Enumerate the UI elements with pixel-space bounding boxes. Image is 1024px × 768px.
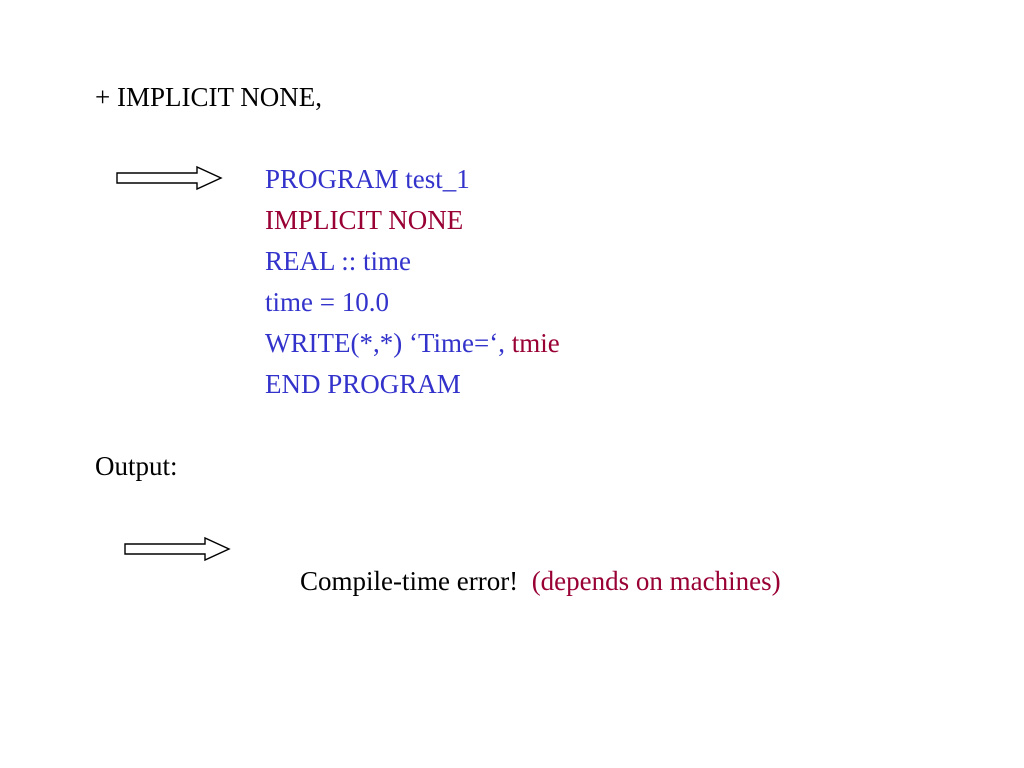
code-segment: time = 10.0 (265, 287, 389, 317)
result-note: (depends on machines) (531, 566, 781, 596)
code-segment: REAL :: time (265, 246, 411, 276)
code-segment: IMPLICIT NONE (265, 205, 464, 235)
code-line: PROGRAM test_1 (265, 163, 470, 195)
code-line: time = 10.0 (265, 286, 389, 318)
slide-heading: + IMPLICIT NONE, (95, 82, 322, 112)
code-line: END PROGRAM (265, 368, 461, 400)
right-arrow-icon (116, 165, 223, 191)
code-segment: tmie (511, 328, 560, 358)
code-segment: PROGRAM test_1 (265, 164, 470, 194)
code-segment: WRITE(*,*) ‘Time=‘, (265, 328, 512, 358)
code-line: REAL :: time (265, 245, 411, 277)
code-segment: END PROGRAM (265, 369, 461, 399)
result-text: Compile-time error! (300, 566, 519, 596)
result-line: Compile-time error! (depends on machines… (273, 533, 781, 629)
code-line: IMPLICIT NONE (265, 204, 463, 236)
right-arrow-icon (124, 536, 231, 562)
output-label: Output: (95, 451, 178, 481)
code-line: WRITE(*,*) ‘Time=‘, tmie (265, 327, 560, 359)
